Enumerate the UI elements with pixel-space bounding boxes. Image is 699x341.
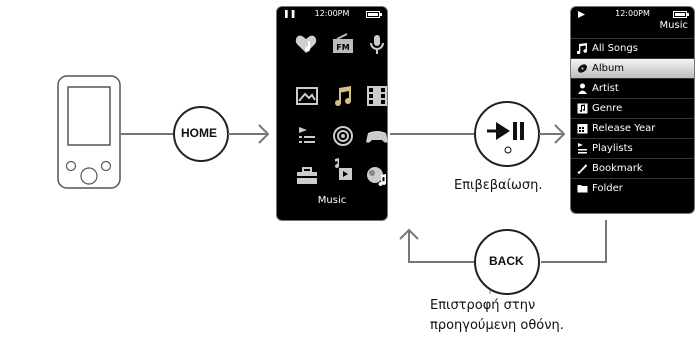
playlist-icon (578, 143, 587, 154)
menu-item-label: Bookmark (592, 163, 643, 174)
back-circle (474, 229, 540, 295)
toolbox-icon[interactable] (295, 164, 319, 188)
microphone-icon[interactable] (365, 32, 389, 56)
menu-item-label: Genre (592, 103, 623, 114)
fm-radio-icon[interactable]: FM (331, 32, 355, 56)
play-pause-circle (474, 101, 540, 167)
menu-item-label: Album (592, 63, 625, 74)
menu-item-bookmark[interactable]: Bookmark (571, 158, 694, 178)
disc-icon (578, 64, 587, 73)
back-loop-line (541, 220, 607, 263)
selected-icon-label: Music (317, 195, 347, 206)
podcast-icon[interactable] (331, 124, 355, 148)
svg-text:FM: FM (336, 43, 349, 52)
gamepad-icon[interactable] (365, 124, 389, 148)
pause-status-icon: ❚❚ (283, 9, 297, 18)
bookmark-icon (577, 164, 587, 174)
playlist-icon[interactable] (295, 124, 319, 148)
back-loop-line (408, 230, 474, 263)
back-button-label: BACK (489, 254, 524, 268)
status-time: 12:00PM (615, 9, 650, 18)
menu-item-playlists[interactable]: Playlists (571, 138, 694, 158)
music-menu-screen: 12:00PM Music All Songs Album Artist Gen… (570, 6, 695, 214)
home-menu-screen: ❚❚ 12:00PM FM M (276, 6, 388, 221)
menu-item-genre[interactable]: Genre (571, 98, 694, 118)
menu-item-label: Release Year (592, 123, 656, 134)
music-video-icon[interactable] (331, 158, 355, 182)
menu-item-all-songs[interactable]: All Songs (571, 38, 694, 58)
player-device-icon (57, 75, 121, 189)
photo-icon[interactable] (295, 84, 319, 108)
menu-item-label: Playlists (592, 143, 633, 154)
sense-me-icon[interactable] (365, 164, 389, 188)
arrow-head-icon (399, 228, 419, 240)
music-menu-list: All Songs Album Artist Genre Release Yea… (571, 38, 694, 198)
genre-icon (577, 103, 588, 114)
play-pause-icon (487, 122, 524, 154)
screen-title: Music (659, 20, 688, 31)
status-bar: 12:00PM (571, 9, 694, 21)
heart-note-icon[interactable] (295, 32, 319, 56)
menu-item-label: All Songs (592, 43, 638, 54)
menu-item-folder[interactable]: Folder (571, 178, 694, 198)
play-status-icon (578, 11, 585, 18)
arrow-head-icon (258, 124, 270, 144)
back-caption-line2: προηγούμενη οθόνη. (430, 318, 564, 333)
home-button-label: HOME (181, 126, 217, 140)
film-icon[interactable] (365, 84, 389, 108)
battery-icon (366, 11, 382, 18)
arrow-head-icon (554, 124, 566, 144)
menu-item-album[interactable]: Album (571, 58, 694, 78)
battery-icon (673, 11, 689, 18)
status-bar: ❚❚ 12:00PM (277, 9, 387, 21)
confirm-caption: Επιβεβαίωση. (454, 178, 543, 193)
note-icon (577, 43, 588, 54)
menu-item-label: Folder (592, 183, 623, 194)
menu-item-release-year[interactable]: Release Year (571, 118, 694, 138)
folder-icon (577, 185, 588, 193)
calendar-icon (577, 124, 588, 134)
menu-item-artist[interactable]: Artist (571, 78, 694, 98)
back-caption-line1: Επιστροφή στην (430, 298, 536, 313)
music-note-icon[interactable] (331, 84, 355, 108)
status-time: 12:00PM (314, 9, 350, 18)
menu-item-label: Artist (592, 83, 619, 94)
person-icon (578, 83, 587, 94)
